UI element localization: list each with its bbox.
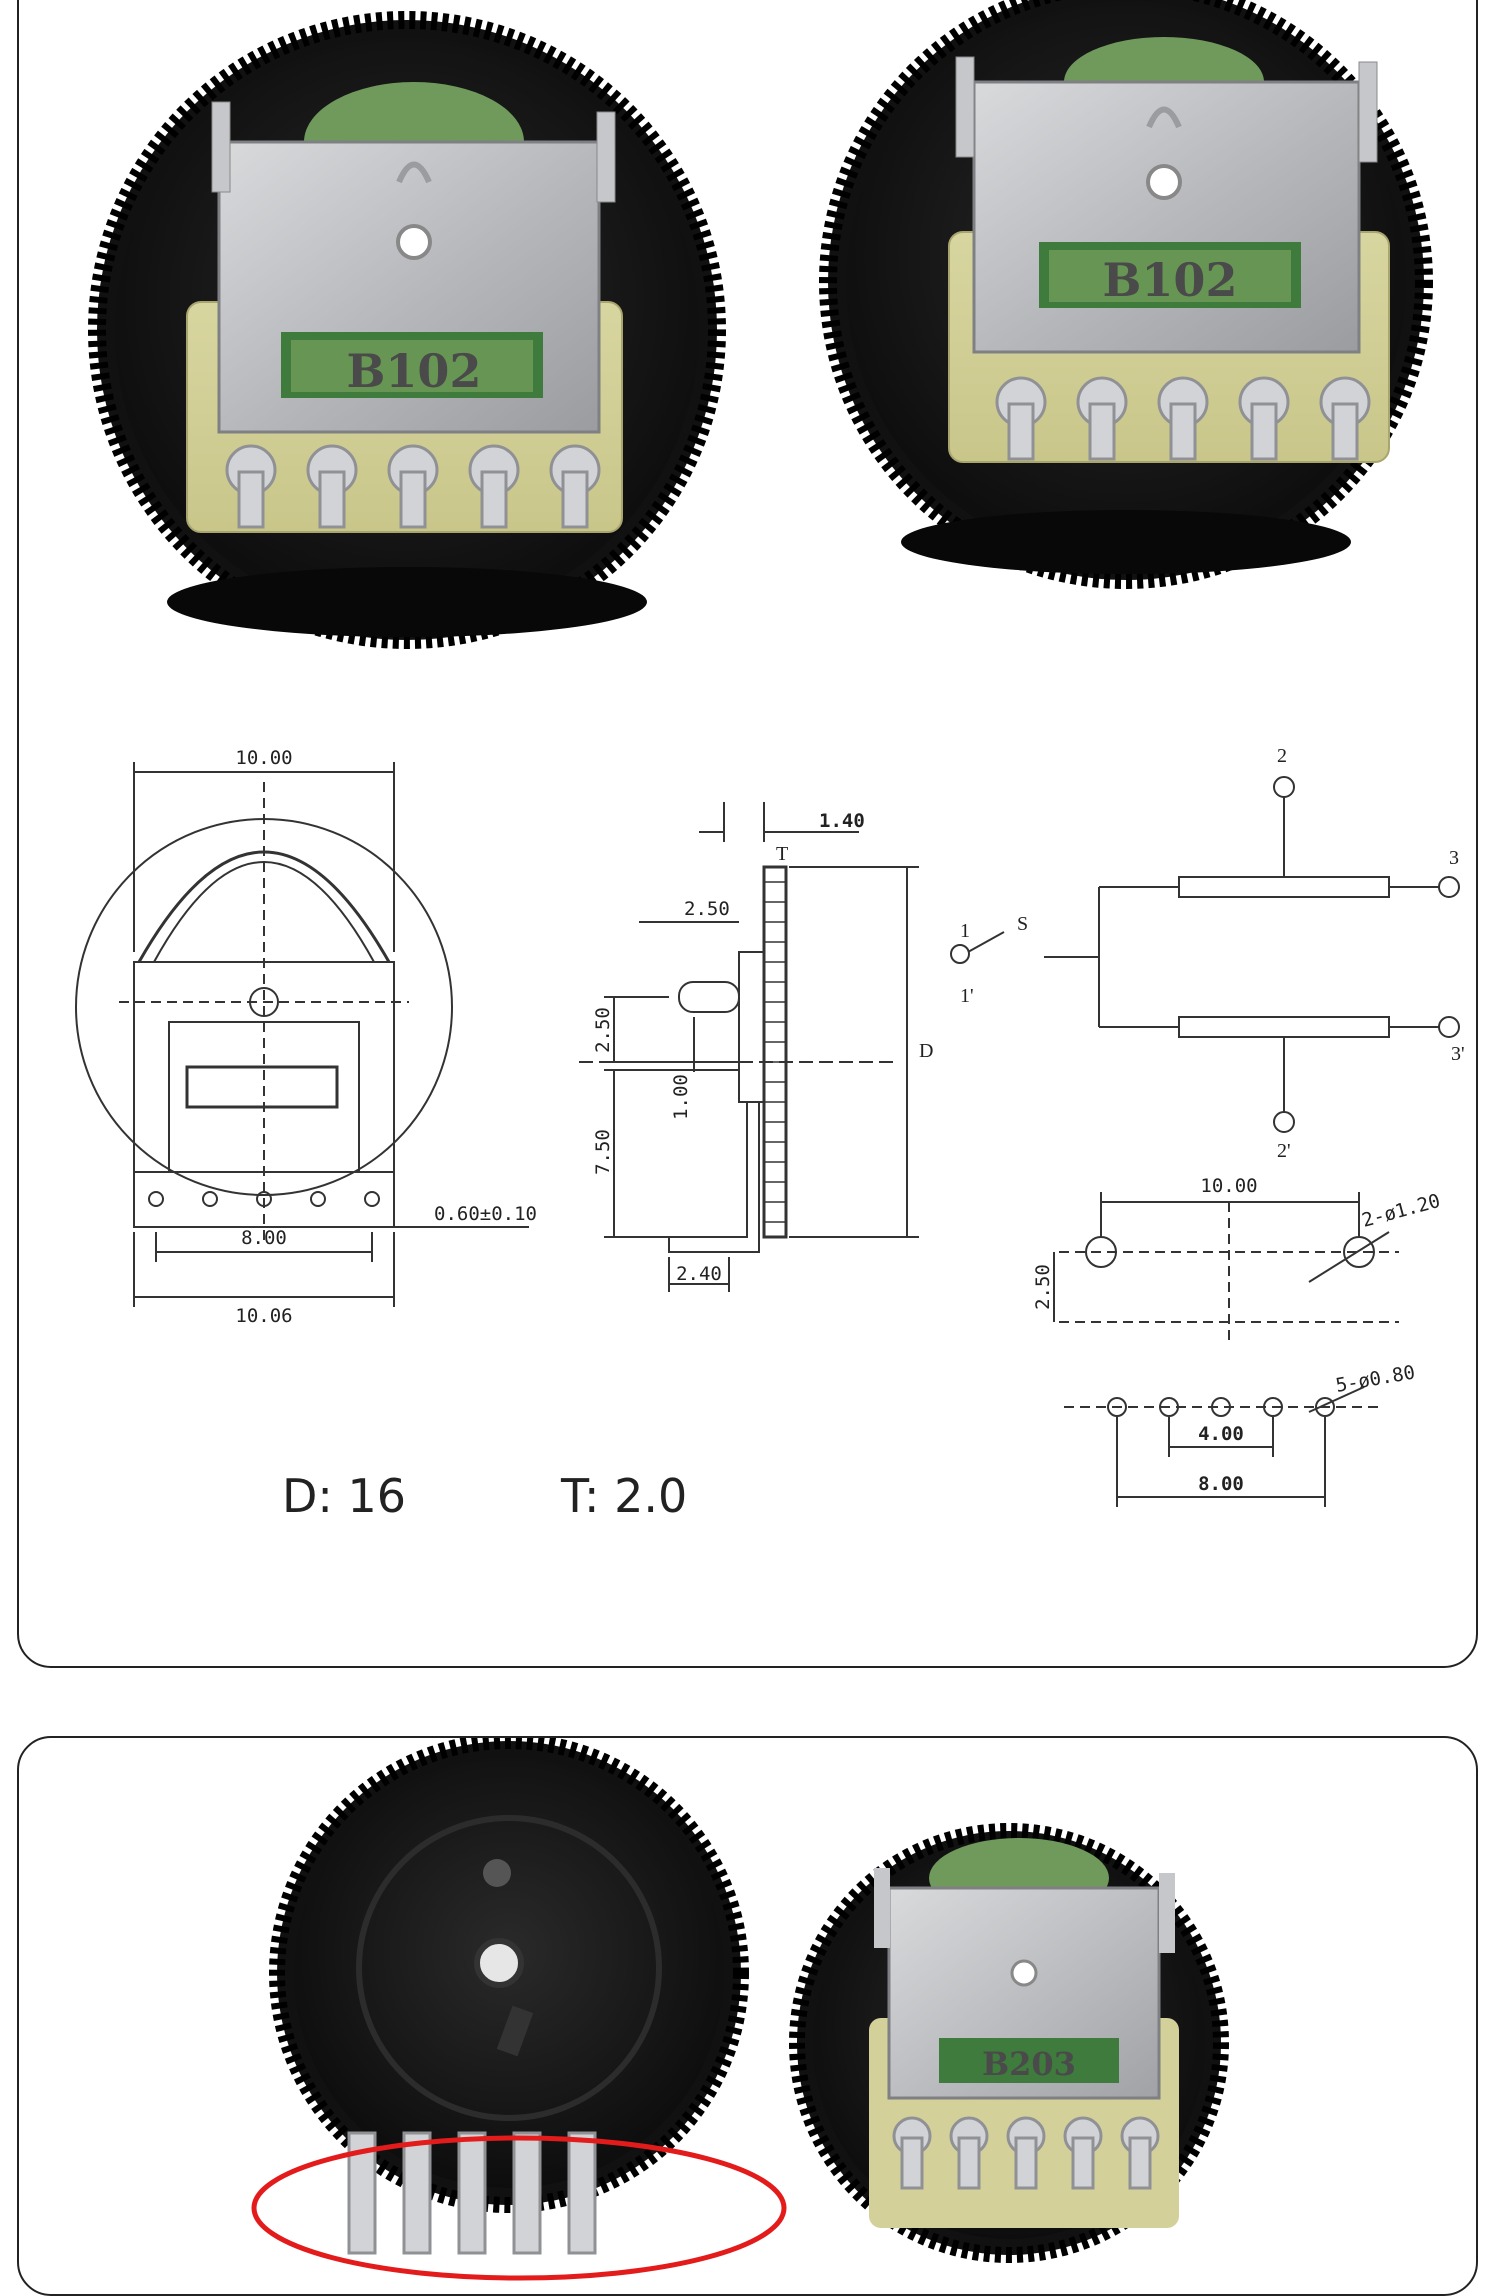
label-t: T [776, 843, 788, 865]
panel-top-canvas: B102 B102 [75, 0, 1465, 1523]
dim-width-bottom: 10.06 [235, 1305, 292, 1327]
dim-lower: 7.50 [592, 1129, 614, 1175]
pin-label-1: 1 [960, 920, 970, 942]
pin-label-2: 2 [1277, 745, 1287, 767]
chip-label-right: B102 [1103, 253, 1238, 307]
dim-t-top: 1.40 [819, 810, 865, 832]
dim-shaft: 2.50 [684, 898, 730, 920]
chip-label-left: B102 [347, 344, 482, 398]
spec-diameter: D: 16 [282, 1469, 406, 1523]
panel-bottom-canvas: B203 [251, 1738, 1229, 2281]
product-panel-bottom: B203 [17, 1736, 1478, 2296]
chip-label-bottom: B203 [982, 2045, 1076, 2083]
pin-label-3: 3 [1449, 847, 1459, 869]
dim-foot: 2.40 [676, 1263, 722, 1285]
side-view-drawing [579, 802, 919, 1292]
dim-mount-offset: 2.50 [1032, 1264, 1054, 1310]
pin-label-1p: 1' [960, 985, 974, 1007]
spec-thickness: T: 2.0 [560, 1469, 687, 1523]
circuit-schematic [950, 776, 1460, 1133]
dim-pin-width: 0.60±0.10 [434, 1203, 537, 1225]
pin-label-s: S [1017, 913, 1028, 935]
dim-mid: 1.00 [670, 1074, 692, 1120]
pin-label-3p: 3' [1451, 1043, 1465, 1065]
potentiometer-photo-back [251, 1738, 787, 2281]
potentiometer-photo-right: B102 [819, 0, 1433, 589]
front-view-drawing [75, 762, 529, 1307]
dim-mount-hole: 2-ø1.20 [1360, 1190, 1443, 1232]
potentiometer-photo-front: B203 [789, 1823, 1229, 2263]
label-d: D [919, 1040, 933, 1062]
potentiometer-photo-left: B102 [88, 11, 726, 649]
dim-pin-pitch: 4.00 [1198, 1423, 1244, 1445]
dim-mount-span: 10.00 [1200, 1175, 1257, 1197]
dim-pin-hole: 5-ø0.80 [1334, 1361, 1417, 1397]
product-panel-top: B102 B102 [17, 0, 1478, 1668]
dim-pin-span: 8.00 [241, 1227, 287, 1249]
hole-pattern-drawing [1053, 1192, 1399, 1507]
dim-width-top: 10.00 [235, 747, 292, 769]
dim-pin-span-bottom: 8.00 [1198, 1473, 1244, 1495]
dim-upper: 2.50 [592, 1007, 614, 1053]
pin-label-2p: 2' [1277, 1140, 1291, 1162]
